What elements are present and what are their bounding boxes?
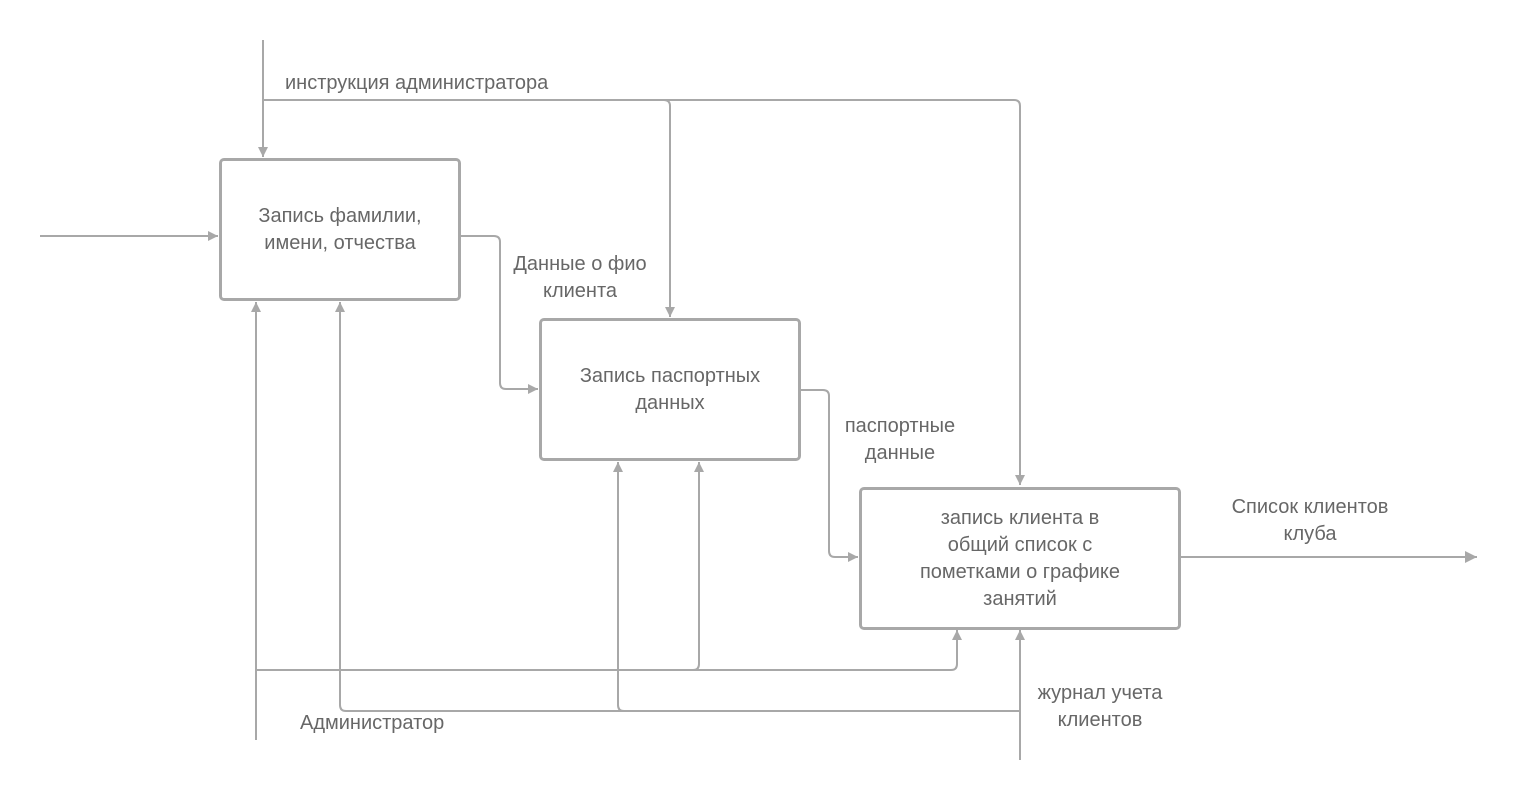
passport-data-label: паспортные данные [844,415,956,464]
control-line-to-list [263,99,1025,485]
passport-to-list-arrow [801,389,858,562]
client-list-label: Список клиентов клуба [1231,496,1389,545]
mechanism-line-b-fio [335,302,1020,712]
fio-record-box: Запись фамилии, имени, отчества [219,158,461,301]
mechanism-line-a-list [256,630,962,671]
journal-label: журнал учета клиентов [1037,682,1163,731]
client-list-record-box: запись клиента в общий список с пометкам… [859,487,1181,630]
passport-record-box: Запись паспортных данных [539,318,801,461]
fio-record-box-label: Запись фамилии, имени, отчества [258,204,422,254]
administrator-label: Администратор [300,712,445,734]
client-list-record-box-label: запись клиента в общий список с пометкам… [919,506,1121,610]
passport-record-box-label: Запись паспортных данных [579,364,761,414]
fio-data-label: Данные о фио клиента [513,253,647,302]
mechanism-line-a-passport [256,462,704,671]
fio-to-passport-arrow [461,235,538,394]
admin-instruction-label: инструкция администратора [285,72,549,94]
